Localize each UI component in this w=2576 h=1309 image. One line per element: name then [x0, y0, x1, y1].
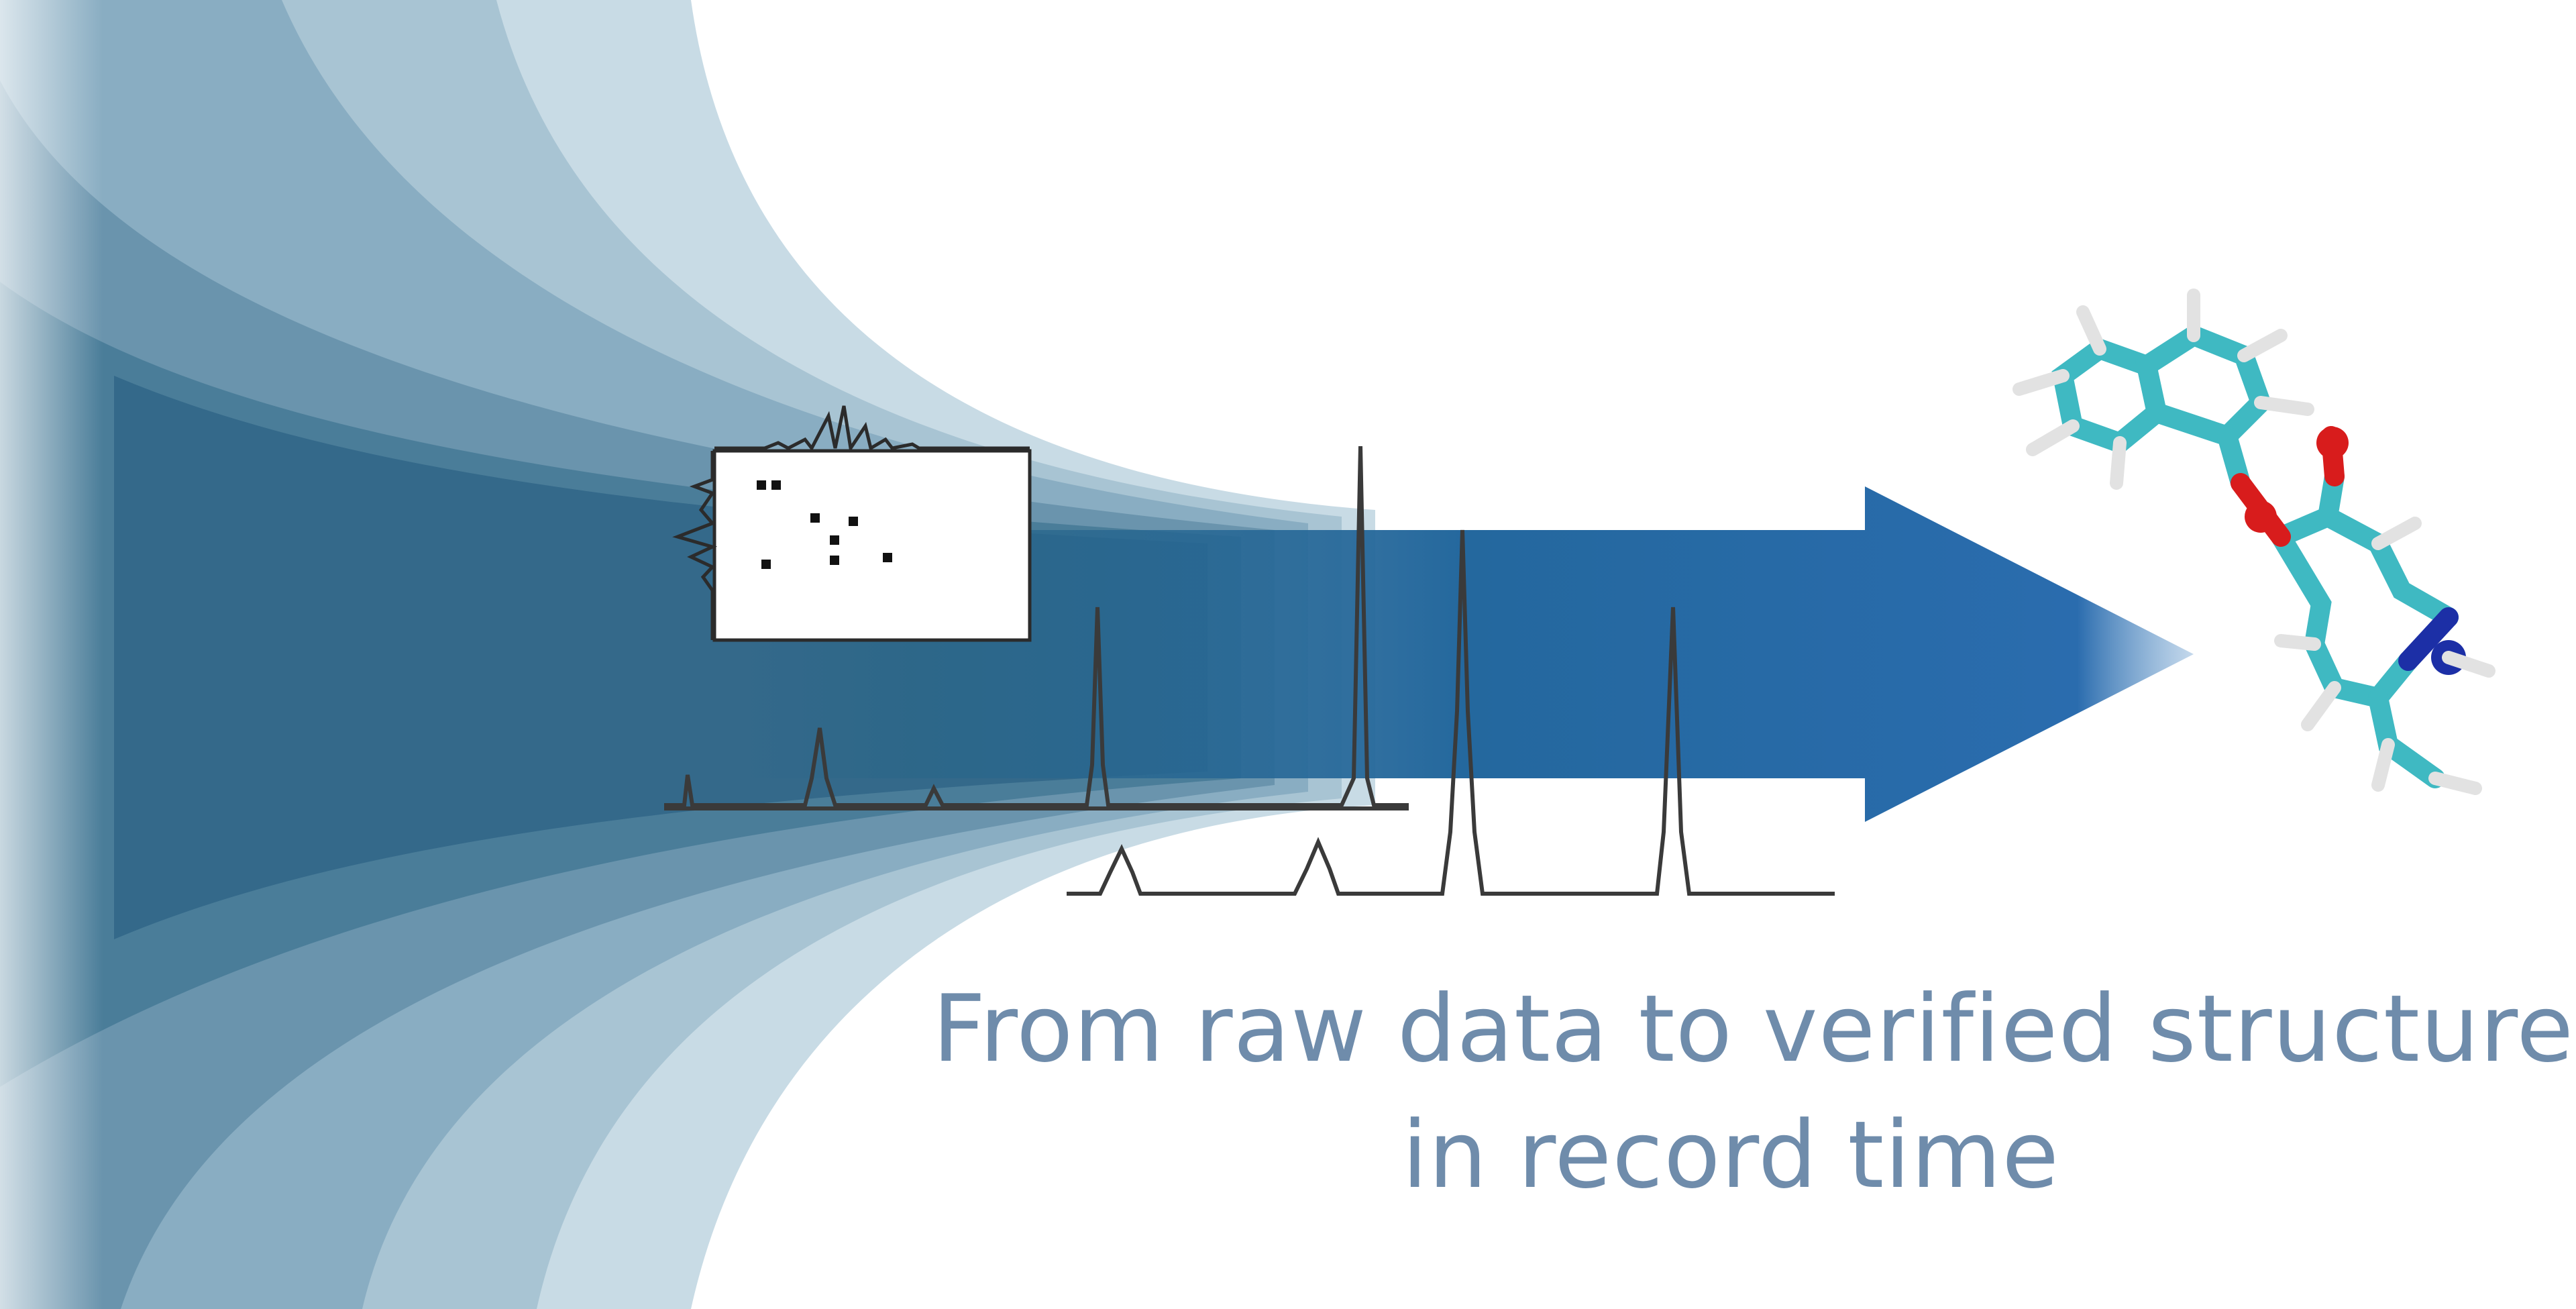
- spectrum-2d-frame: [712, 449, 1032, 642]
- nmr-1d-spectrum-icon: [664, 446, 1835, 896]
- crosspeak: [810, 513, 820, 523]
- crosspeak: [771, 480, 781, 490]
- spectrum-1d-lower-trace: [1067, 529, 1835, 896]
- crosspeak: [883, 553, 892, 562]
- crosspeak: [849, 517, 858, 526]
- crosspeak: [761, 560, 771, 569]
- tagline: From raw data to verified structure in r…: [932, 966, 2575, 1218]
- spectrum-2d-side-projection: [672, 451, 718, 640]
- crosspeak: [757, 480, 766, 490]
- spectrum-2d-top-projection: [714, 405, 1030, 453]
- spectrum-1d-upper-trace: [664, 446, 1409, 807]
- crosspeak: [830, 556, 839, 565]
- tagline-line-2: in record time: [1401, 1101, 2060, 1209]
- molecule-structure-icon: [2012, 289, 2496, 795]
- tagline-line-1: From raw data to verified structure: [932, 975, 2575, 1083]
- nmr-2d-spectrum-icon: [672, 405, 1032, 642]
- crosspeak: [830, 535, 839, 545]
